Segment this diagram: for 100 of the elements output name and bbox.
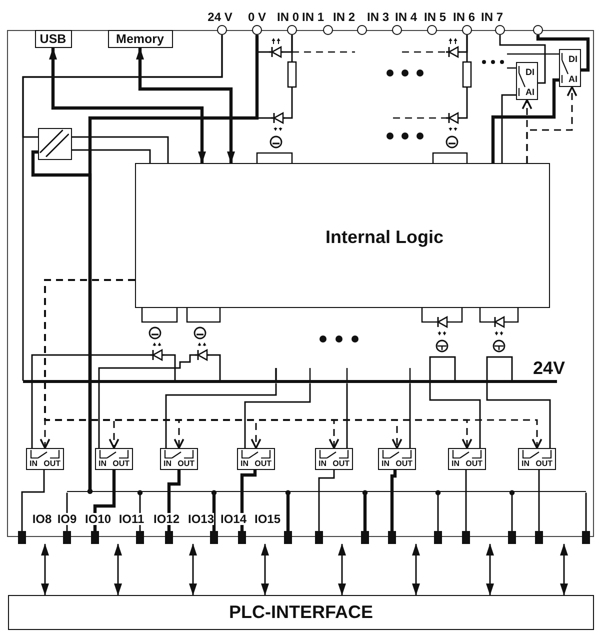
channel-label: IN <box>240 460 248 468</box>
wire <box>486 356 551 448</box>
wire <box>501 94 516 163</box>
channel-label: DI <box>568 54 578 64</box>
double-arrow <box>261 544 269 596</box>
interface-bar <box>8 595 594 630</box>
block-title: Internal Logic <box>326 228 444 246</box>
terminal-icon <box>462 25 472 35</box>
wire <box>240 470 257 531</box>
wire <box>22 35 223 138</box>
terminal-icon <box>427 25 437 35</box>
double-arrow <box>560 544 568 596</box>
wire <box>346 383 348 448</box>
terminal-label: IN 7 <box>480 11 503 23</box>
terminal-icon <box>284 531 292 544</box>
wire <box>21 470 45 531</box>
double-arrow <box>114 544 122 596</box>
terminal-icon <box>434 531 442 544</box>
wire <box>536 35 590 72</box>
switch-box <box>160 448 198 470</box>
terminal-icon <box>287 25 297 35</box>
selector-box <box>558 48 580 86</box>
channel-label: OUT <box>332 460 350 468</box>
logic-block <box>134 162 550 308</box>
terminal-icon <box>533 25 543 35</box>
channel-label: IN <box>452 460 460 468</box>
channel-label: IN <box>382 460 390 468</box>
wire <box>538 470 540 531</box>
terminal-label: IO15 <box>254 513 280 525</box>
channel-label: OUT <box>112 460 130 468</box>
terminal-icon <box>357 25 367 35</box>
wire <box>165 383 277 448</box>
wire <box>285 490 291 531</box>
terminal-icon <box>315 531 323 544</box>
terminal-icon <box>165 531 173 544</box>
terminal-icon <box>388 531 396 544</box>
switch-box <box>378 448 416 470</box>
port-box <box>108 30 172 48</box>
terminal-icon <box>91 531 99 544</box>
port-label: USB <box>38 32 68 45</box>
wire <box>499 35 546 84</box>
channel-label: OUT <box>396 460 412 468</box>
wire <box>585 492 587 531</box>
wire <box>362 490 368 531</box>
terminal-icon <box>238 531 246 544</box>
wire <box>409 383 411 448</box>
terminal-icon <box>508 531 516 544</box>
terminal-label: 0 V <box>248 11 266 23</box>
terminal-label: IO9 <box>57 513 77 525</box>
terminal-icon <box>392 25 402 35</box>
wire <box>390 470 397 531</box>
selector-box <box>516 62 538 100</box>
terminal-label: IN 5 <box>424 11 446 23</box>
terminal-label: IN 6 <box>452 11 475 23</box>
terminal-label: IN 2 <box>332 11 355 23</box>
terminal-icon <box>18 531 26 544</box>
channel-label: AI <box>568 74 578 84</box>
wire <box>211 490 217 531</box>
double-arrow <box>189 544 197 596</box>
control-arrow <box>526 86 578 163</box>
module-box <box>7 30 594 537</box>
channel-label: AI <box>526 88 534 96</box>
channel-label: OUT <box>254 460 272 468</box>
terminal-icon <box>210 531 218 544</box>
terminal-label: IN 0 <box>276 11 299 23</box>
double-arrow <box>41 544 49 596</box>
terminal-icon <box>217 25 227 35</box>
terminal-icon <box>582 531 590 544</box>
channel-label: IN <box>522 460 530 468</box>
terminal-icon <box>495 25 505 35</box>
terminal-label: IO14 <box>220 513 246 525</box>
switch-box <box>314 448 352 470</box>
terminal-icon <box>535 531 543 544</box>
wire <box>244 383 311 448</box>
terminal-icon <box>462 531 470 544</box>
terminal-label: IN 3 <box>366 11 389 23</box>
port-label: Memory <box>115 32 165 45</box>
channel-label: DI <box>526 68 534 76</box>
wire <box>87 35 259 494</box>
wire <box>429 356 481 448</box>
interface-label: PLC-INTERFACE <box>228 603 374 621</box>
double-arrow <box>412 544 420 596</box>
channel-label: IN <box>318 460 326 468</box>
wire <box>72 149 151 163</box>
terminal-icon <box>136 531 144 544</box>
wire <box>435 490 441 531</box>
channel-label: IN <box>98 460 106 468</box>
wire <box>318 470 335 531</box>
double-arrow <box>338 544 346 596</box>
switch-box <box>94 448 132 470</box>
terminal-icon <box>323 25 333 35</box>
terminal-label: IO8 <box>32 513 52 525</box>
terminal-icon <box>361 531 369 544</box>
switch-box <box>448 448 486 470</box>
wire <box>465 470 467 531</box>
channel-label: IN <box>164 460 172 468</box>
terminal-icon <box>63 531 71 544</box>
terminal-label: IN 1 <box>302 11 324 23</box>
terminal-label: IO10 <box>84 513 111 525</box>
channel-label: OUT <box>44 460 60 468</box>
